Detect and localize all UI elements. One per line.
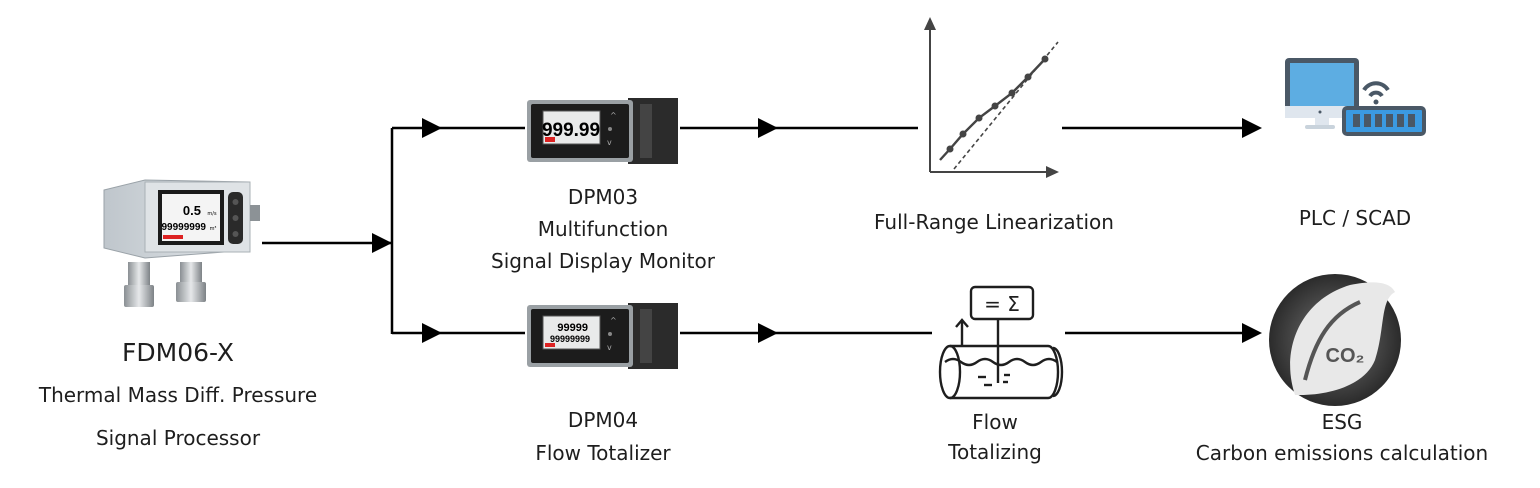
arrow-icon — [758, 323, 778, 343]
esg-label-line1: ESG — [1321, 410, 1363, 434]
arrow-icon — [1242, 118, 1262, 138]
dpm04-device-image: 99999 99999999 ^ v — [527, 303, 678, 369]
fdm-display-total-unit: m³ — [210, 226, 217, 232]
linearization-label: Full-Range Linearization — [874, 210, 1114, 234]
fdm06x-name: FDM06-X — [122, 338, 234, 367]
arrow-icon — [758, 118, 778, 138]
sigma-symbol: = Σ — [984, 292, 1020, 316]
esg-co2-badge-icon: CO₂ — [1269, 274, 1401, 406]
dpm03-desc-line2: Signal Display Monitor — [491, 249, 715, 273]
connector-lines — [262, 126, 1255, 335]
arrow-icon — [422, 118, 442, 138]
arrow-icon — [422, 323, 442, 343]
fdm-display-rate: 0.5 — [183, 203, 201, 218]
fdm06x-desc-line2: Signal Processor — [95, 426, 261, 450]
fdm-display-rate-unit: m/s — [207, 211, 217, 217]
dpm03-desc-line1: Multifunction — [537, 217, 669, 241]
flow-totalizing-label-line1: Flow — [972, 410, 1018, 434]
fdm-display-total: 99999999 — [162, 222, 207, 233]
svg-text:^: ^ — [610, 111, 617, 120]
fdm06x-device-image: 0.5 m/s 99999999 m³ — [103, 179, 260, 307]
dpm03-name: DPM03 — [567, 185, 639, 209]
dpm04-display-rate: 99999 — [557, 322, 588, 334]
linearization-chart-icon — [924, 17, 1059, 178]
esg-label-line2: Carbon emissions calculation — [1195, 441, 1489, 465]
arrowheads — [372, 118, 1262, 343]
svg-text:v: v — [607, 343, 612, 352]
dpm03-display: 999.99 — [542, 120, 600, 141]
co2-text: CO₂ — [1326, 345, 1365, 367]
flow-totalizing-tank-icon: = Σ — [938, 285, 1064, 400]
dpm04-display-total: 99999999 — [550, 334, 590, 344]
arrow-icon — [372, 233, 392, 253]
dpm03-device-image: 999.99 ^ v — [527, 98, 678, 164]
fdm06x-desc-line1: Thermal Mass Diff. Pressure — [38, 383, 318, 407]
flow-totalizing-label-line2: Totalizing — [948, 440, 1042, 464]
plc-label: PLC / SCAD — [1298, 206, 1412, 230]
dpm04-desc-line1: Flow Totalizer — [535, 441, 671, 465]
dpm04-name: DPM04 — [567, 408, 639, 432]
svg-text:v: v — [607, 138, 612, 147]
arrow-icon — [1242, 323, 1262, 343]
plc-computer-icon — [1285, 58, 1426, 136]
svg-text:^: ^ — [610, 316, 617, 325]
